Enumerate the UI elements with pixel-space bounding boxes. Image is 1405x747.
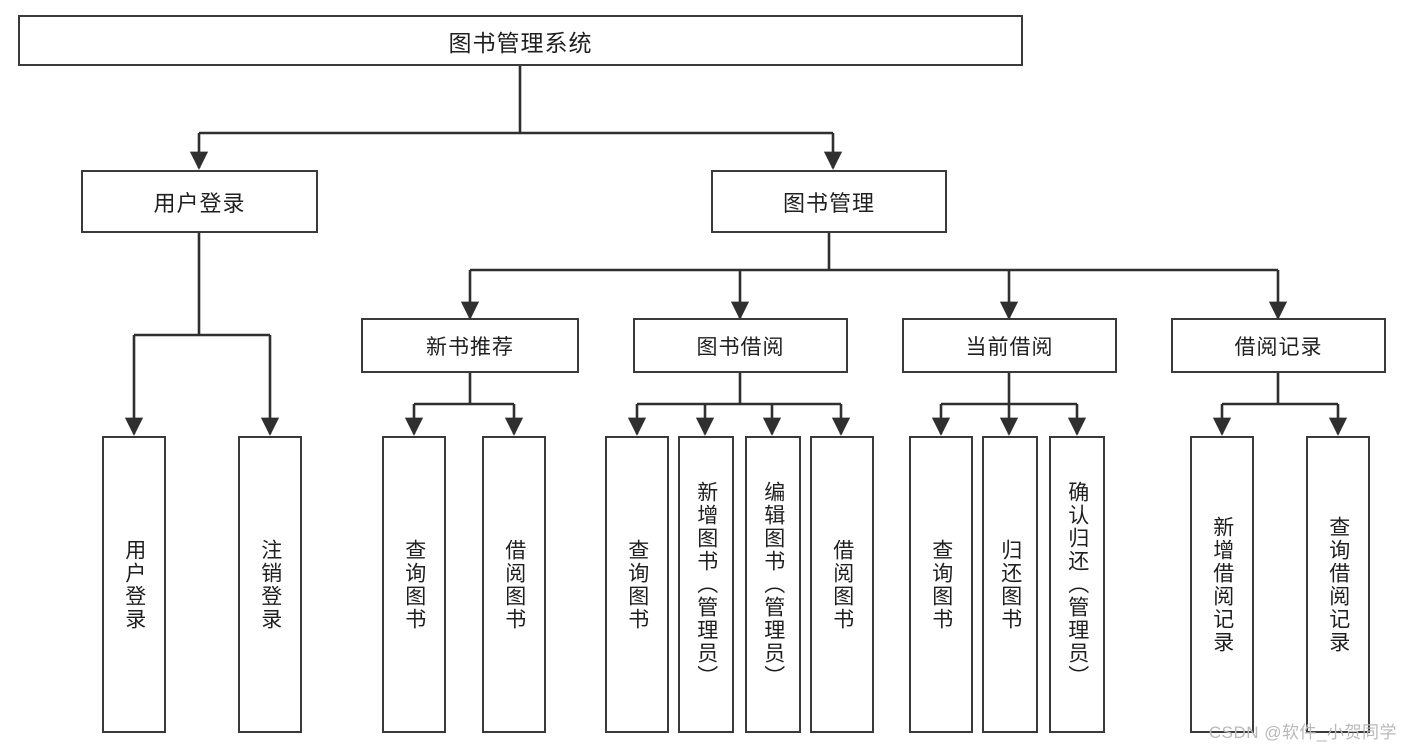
leaf-borrow-record-query-label: 查询借阅记录 (1326, 515, 1350, 654)
node-borrow-record-label: 借阅记录 (1234, 335, 1323, 359)
leaf-new-book-query[interactable]: 查询图书 (382, 436, 446, 733)
leaf-borrow-record-add-label: 新增借阅记录 (1210, 515, 1234, 654)
node-book-management[interactable]: 图书管理 (711, 170, 947, 233)
leaf-book-borrow-query-label: 查询图书 (625, 538, 649, 631)
leaf-current-borrow-query[interactable]: 查询图书 (909, 436, 973, 733)
leaf-book-borrow-add[interactable]: 新增图书（管理员） (678, 436, 734, 733)
leaf-current-borrow-return-label: 归还图书 (998, 538, 1022, 631)
leaf-current-borrow-confirm[interactable]: 确认归还（管理员） (1049, 436, 1105, 733)
leaf-borrow-record-add[interactable]: 新增借阅记录 (1190, 436, 1254, 733)
leaf-new-book-query-label: 查询图书 (402, 538, 426, 631)
leaf-current-borrow-return[interactable]: 归还图书 (982, 436, 1038, 733)
leaf-book-borrow-edit[interactable]: 编辑图书（管理员） (745, 436, 801, 733)
leaf-borrow-record-query[interactable]: 查询借阅记录 (1306, 436, 1370, 733)
leaf-user-login-login-label: 用户登录 (122, 538, 146, 631)
leaf-new-book-borrow-label: 借阅图书 (502, 538, 526, 631)
node-borrow-record[interactable]: 借阅记录 (1171, 318, 1386, 373)
leaf-user-login-logout[interactable]: 注销登录 (238, 436, 302, 733)
node-root[interactable]: 图书管理系统 (18, 15, 1023, 66)
node-book-borrow-label: 图书借阅 (696, 335, 785, 359)
leaf-book-borrow-borrow[interactable]: 借阅图书 (810, 436, 874, 733)
node-new-book-recommend[interactable]: 新书推荐 (361, 318, 579, 373)
node-root-label: 图书管理系统 (448, 29, 593, 56)
leaf-current-borrow-confirm-label: 确认归还（管理员） (1065, 481, 1089, 688)
leaf-new-book-borrow[interactable]: 借阅图书 (482, 436, 546, 733)
leaf-current-borrow-query-label: 查询图书 (929, 538, 953, 631)
watermark: CSDN @软件_小贺同学 (1208, 723, 1397, 742)
node-user-login[interactable]: 用户登录 (81, 170, 318, 233)
leaf-book-borrow-query[interactable]: 查询图书 (605, 436, 669, 733)
leaf-book-borrow-edit-label: 编辑图书（管理员） (761, 481, 785, 688)
node-user-login-label: 用户登录 (153, 190, 246, 216)
leaf-user-login-logout-label: 注销登录 (258, 538, 282, 631)
node-current-borrow-label: 当前借阅 (965, 335, 1054, 359)
leaf-book-borrow-borrow-label: 借阅图书 (830, 538, 854, 631)
leaf-book-borrow-add-label: 新增图书（管理员） (694, 481, 718, 688)
node-current-borrow[interactable]: 当前借阅 (902, 318, 1117, 373)
node-book-management-label: 图书管理 (782, 190, 875, 216)
node-new-book-recommend-label: 新书推荐 (426, 335, 514, 359)
leaf-user-login-login[interactable]: 用户登录 (102, 436, 166, 733)
node-book-borrow[interactable]: 图书借阅 (633, 318, 848, 373)
